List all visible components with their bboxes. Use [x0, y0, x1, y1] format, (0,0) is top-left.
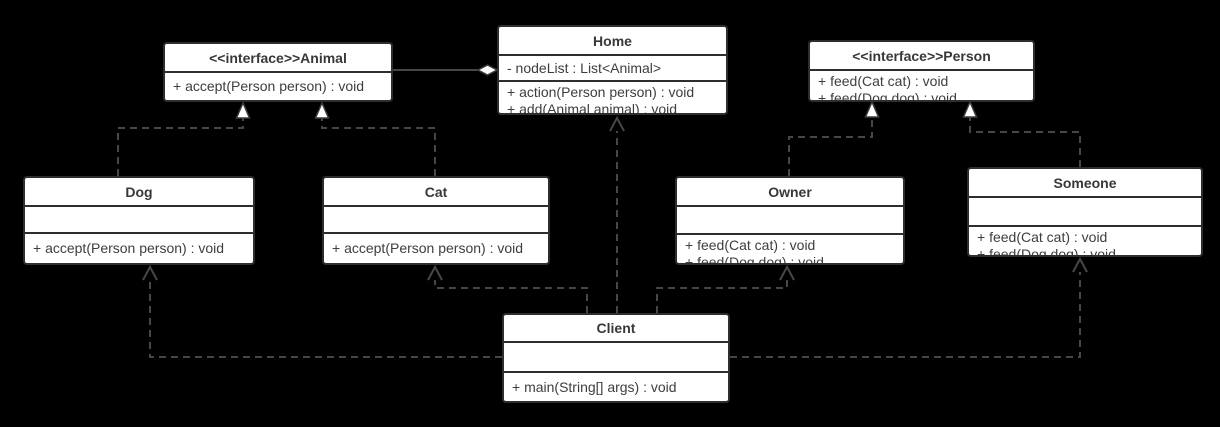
open-arrow-icon — [779, 264, 795, 281]
class-methods: + action(Person person) : void + add(Ani… — [499, 80, 726, 113]
open-arrow-icon — [609, 115, 625, 132]
class-title: Home — [593, 32, 632, 49]
class-methods: + feed(Cat cat) : void + feed(Dog dog) :… — [677, 233, 903, 263]
method-line: + accept(Person person) : void — [173, 78, 365, 94]
method-line: + feed(Cat cat) : void — [818, 73, 949, 89]
method-line: + feed(Cat cat) : void — [685, 237, 816, 253]
aggregation-home-animal[interactable] — [393, 64, 499, 76]
attribute-line: - nodeList : List<Animal> — [507, 59, 662, 76]
class-cat[interactable]: Cat + accept(Person person) : void — [322, 176, 550, 265]
realization-owner-person[interactable] — [788, 100, 880, 176]
class-person[interactable]: <<interface>>Person + feed(Cat cat) : vo… — [808, 40, 1035, 102]
method-line: + feed(Cat cat) : void — [977, 229, 1108, 245]
class-attributes — [504, 341, 728, 371]
dependency-client-dog[interactable] — [142, 264, 502, 358]
class-methods: + accept(Person person) : void — [25, 232, 253, 263]
class-title: Dog — [125, 183, 153, 200]
method-line: + accept(Person person) : void — [33, 240, 225, 256]
class-attributes — [969, 196, 1201, 225]
class-owner[interactable]: Owner + feed(Cat cat) : void + feed(Dog … — [675, 176, 905, 265]
hollow-triangle-icon — [235, 101, 251, 119]
class-animal[interactable]: <<interface>>Animal + accept(Person pers… — [163, 42, 393, 102]
class-dog[interactable]: Dog + accept(Person person) : void — [23, 176, 255, 265]
class-home[interactable]: Home - nodeList : List<Animal> + action(… — [497, 25, 728, 115]
class-title: Owner — [768, 183, 812, 200]
class-someone[interactable]: Someone + feed(Cat cat) : void + feed(Do… — [967, 167, 1203, 257]
realization-dog-animal[interactable] — [117, 101, 251, 176]
hollow-diamond-icon — [476, 64, 499, 76]
class-methods: + accept(Person person) : void — [324, 232, 548, 263]
class-attributes — [677, 205, 903, 233]
open-arrow-icon — [1072, 256, 1088, 273]
dependency-client-cat[interactable] — [427, 264, 588, 313]
realization-cat-animal[interactable] — [314, 101, 436, 176]
realization-someone-person[interactable] — [962, 100, 1081, 167]
method-line: + feed(Dog dog) : void — [818, 90, 957, 100]
class-title: Client — [596, 320, 636, 336]
hollow-triangle-icon — [864, 100, 880, 118]
dependency-client-owner[interactable] — [656, 264, 795, 313]
open-arrow-icon — [142, 264, 158, 281]
class-methods: + feed(Cat cat) : void + feed(Dog dog) :… — [969, 225, 1201, 255]
class-attributes — [25, 205, 253, 232]
class-methods: + feed(Cat cat) : void + feed(Dog dog) :… — [810, 69, 1033, 100]
hollow-triangle-icon — [314, 101, 330, 119]
class-attributes: - nodeList : List<Animal> — [499, 54, 726, 80]
open-arrow-icon — [427, 264, 443, 281]
class-client[interactable]: Client + main(String[] args) : void — [502, 313, 730, 403]
method-line: + add(Animal animal) : void — [507, 101, 678, 113]
method-line: + main(String[] args) : void — [512, 378, 677, 395]
method-line: + accept(Person person) : void — [332, 240, 524, 256]
method-line: + feed(Dog dog) : void — [977, 246, 1116, 255]
dependency-client-someone[interactable] — [730, 256, 1088, 358]
class-methods: + main(String[] args) : void — [504, 371, 728, 401]
class-title: Cat — [424, 183, 448, 200]
method-line: + feed(Dog dog) : void — [685, 254, 824, 263]
class-attributes — [324, 205, 548, 232]
class-title: <<interface>>Animal — [209, 49, 347, 66]
class-title: <<interface>>Person — [852, 47, 991, 64]
class-title: Someone — [1053, 174, 1117, 191]
hollow-triangle-icon — [962, 100, 978, 118]
dependency-client-home[interactable] — [609, 115, 625, 313]
class-methods: + accept(Person person) : void — [165, 71, 391, 100]
method-line: + action(Person person) : void — [507, 84, 695, 100]
